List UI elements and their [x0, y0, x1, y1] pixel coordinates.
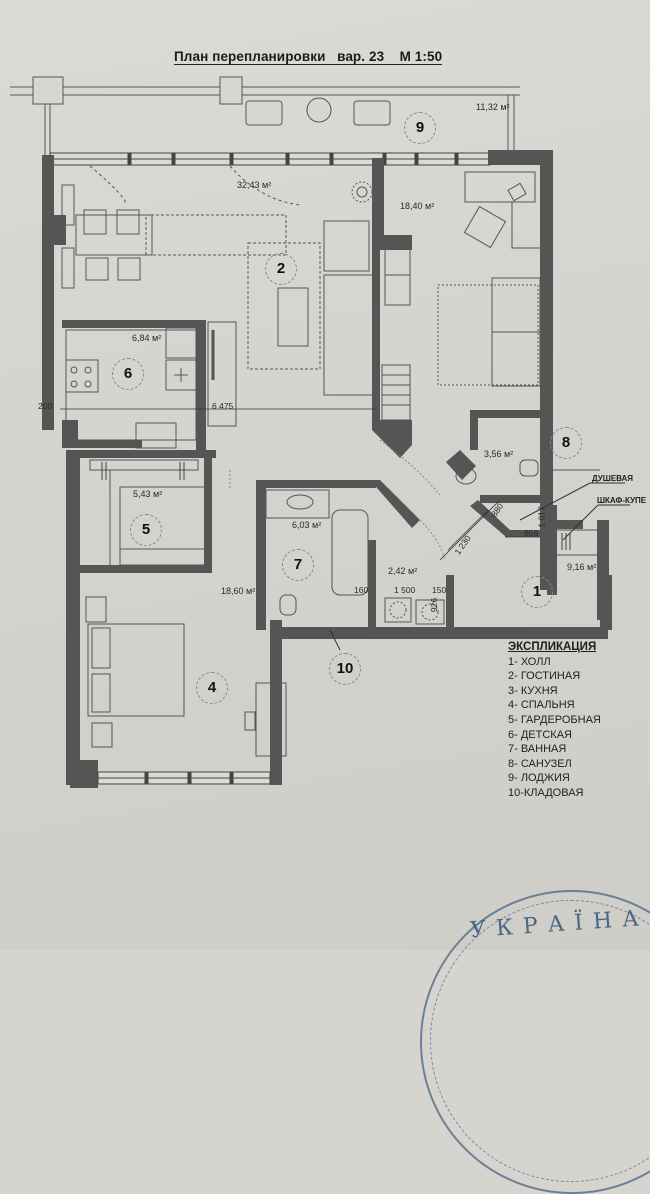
- area-label-loggia: 11,32 м²: [476, 102, 510, 112]
- wc-furniture: [455, 459, 601, 556]
- area-label-kitchen: 18,40 м²: [400, 201, 435, 211]
- floor-plan: [10, 76, 630, 788]
- legend-item: 9- ЛОДЖИЯ: [508, 772, 570, 785]
- loggia-railing: [10, 76, 520, 155]
- legend-item: 6- ДЕТСКАЯ: [508, 728, 572, 741]
- room-number-5: 5: [130, 514, 162, 546]
- room-number-9: 9: [404, 112, 436, 144]
- area-label-storage: 2,42 м²: [388, 566, 418, 576]
- area-label-wardrobe: 5,43 м²: [133, 489, 163, 499]
- legend-item: 4- СПАЛЬНЯ: [508, 699, 575, 712]
- area-label-bathroom: 6,03 м²: [292, 520, 322, 530]
- callout-wardrobe: ШКАФ-КУПЕ: [597, 496, 647, 505]
- legend-item: 1- ХОЛЛ: [508, 655, 551, 668]
- kitchen-furniture: [381, 171, 541, 421]
- callout-lines: [329, 482, 630, 651]
- room-number-2: 2: [265, 253, 297, 285]
- room-number-10: 10: [329, 653, 361, 685]
- walls: [42, 150, 612, 788]
- legend-item: 5- ГАРДЕРОБНАЯ: [508, 713, 601, 726]
- room-number-6: 6: [112, 358, 144, 390]
- room-number-8: 8: [550, 427, 582, 459]
- bathroom-furniture: [265, 489, 445, 625]
- loggia-furniture: [245, 97, 391, 126]
- door-swings: [229, 439, 446, 561]
- dimension-200: 200: [38, 401, 53, 411]
- kids-room-furniture: [65, 321, 237, 449]
- area-label-hall: 9,16 м²: [567, 562, 597, 572]
- room-number-4: 4: [196, 672, 228, 704]
- window-strip-bottom: [97, 771, 271, 785]
- legend-item: 2- ГОСТИНАЯ: [508, 670, 581, 683]
- dimension-6475: 6 475: [212, 401, 234, 411]
- dimension-150: 150: [432, 585, 447, 595]
- room-number-7: 7: [282, 549, 314, 581]
- area-label-bedroom: 18,60 м²: [221, 586, 256, 596]
- wardrobe-furniture: [89, 459, 206, 566]
- living-furniture: [61, 165, 375, 396]
- window-strip-top: [49, 152, 491, 166]
- legend: ЭКСПЛИКАЦИЯ 1- ХОЛЛ 2- ГОСТИНАЯ 3- КУХНЯ…: [508, 640, 601, 801]
- plan-title: План перепланировки вар. 23 М 1:50: [174, 49, 443, 65]
- dimension-1017: 1 017: [536, 506, 547, 528]
- dimension-160: 160: [354, 585, 369, 595]
- legend-item: 8- САНУЗЕЛ: [508, 757, 572, 770]
- plant-icon: [351, 181, 373, 203]
- area-label-wc: 3,56 м²: [484, 449, 514, 459]
- bedroom-furniture: [85, 596, 287, 757]
- legend-item: 10-КЛАДОВАЯ: [508, 786, 584, 799]
- legend-item: 3- КУХНЯ: [508, 684, 558, 697]
- legend-heading: ЭКСПЛИКАЦИЯ: [508, 641, 597, 653]
- area-label-living: 32,43 м²: [237, 180, 272, 190]
- dimension-lines: [60, 408, 540, 561]
- dimension-1500: 1 500: [394, 585, 416, 595]
- dimension-926: 926: [429, 597, 440, 613]
- legend-item: 7- ВАННАЯ: [508, 743, 567, 756]
- area-label-kids: 6,84 м²: [132, 333, 162, 343]
- dimension-656: 656: [524, 528, 539, 538]
- room-number-1: 1: [521, 576, 553, 608]
- callout-shower: ДУШЕВАЯ: [592, 474, 634, 483]
